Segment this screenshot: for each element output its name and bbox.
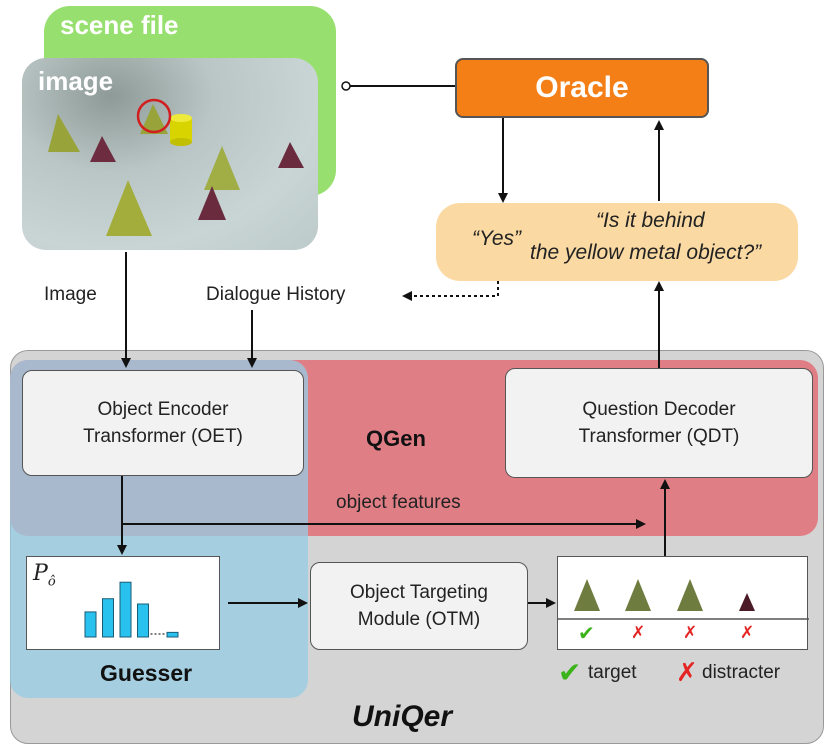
oet-box: Object Encoder Transformer (OET)	[22, 370, 304, 476]
probability-panel: Pô	[26, 556, 220, 650]
guesser-label: Guesser	[100, 660, 193, 686]
qgen-label: QGen	[366, 426, 426, 451]
image-label: image	[38, 66, 114, 96]
scene-file-label: scene file	[60, 10, 179, 40]
legend-cross-icon: ✗	[676, 658, 698, 688]
oet-line1: Object Encoder	[97, 399, 229, 420]
oet-line2: Transformer (OET)	[83, 426, 243, 447]
question-text-line1: “Is it behind	[596, 209, 705, 232]
qdt-line1: Question Decoder	[582, 399, 736, 420]
legend-target-label: target	[588, 662, 637, 683]
probability-bar	[137, 603, 149, 638]
candidate-objects	[558, 579, 809, 620]
cross-icon: ✗	[631, 623, 646, 643]
qdt-box: Question Decoder Transformer (QDT)	[505, 368, 813, 478]
candidate-cone-icon	[677, 579, 703, 611]
legend-distracter-label: distracter	[702, 662, 781, 683]
scene-image	[22, 58, 318, 250]
probability-bar-chart	[84, 581, 179, 638]
cross-icon: ✗	[683, 623, 698, 643]
otm-box: Object Targeting Module (OTM)	[310, 562, 528, 650]
scene-objects	[48, 98, 304, 236]
probability-bar	[102, 598, 114, 638]
candidate-cone-icon	[625, 579, 651, 611]
probability-bar	[119, 581, 132, 638]
otm-line1: Object Targeting	[349, 582, 488, 603]
dialogue-history-label: Dialogue History	[206, 284, 346, 305]
otm-line2: Module (OTM)	[357, 609, 481, 630]
dialogue-bubble: “Yes” “Is it behind the yellow metal obj…	[436, 203, 798, 281]
yellow-cylinder-icon	[170, 114, 192, 146]
answer-text: “Yes”	[472, 227, 522, 250]
candidate-cone-icon	[739, 593, 755, 611]
cross-icon: ✗	[740, 623, 755, 643]
object-candidates-panel: ✔ ✗ ✗ ✗	[557, 556, 809, 650]
image-input-label: Image	[44, 284, 97, 305]
probability-bar	[166, 631, 179, 638]
legend-check-icon: ✔	[558, 656, 582, 689]
uniqer-title: UniQer	[352, 700, 453, 733]
target-highlight-icon	[136, 98, 172, 134]
oracle-box: Oracle	[455, 58, 709, 118]
qdt-line2: Transformer (QDT)	[578, 426, 740, 447]
check-icon: ✔	[578, 621, 595, 645]
question-text-line2: the yellow metal object?”	[530, 241, 762, 264]
candidate-cone-icon	[574, 579, 600, 611]
probability-label: Pô	[33, 561, 56, 590]
probability-bar	[84, 611, 97, 638]
object-features-label: object features	[336, 492, 461, 513]
